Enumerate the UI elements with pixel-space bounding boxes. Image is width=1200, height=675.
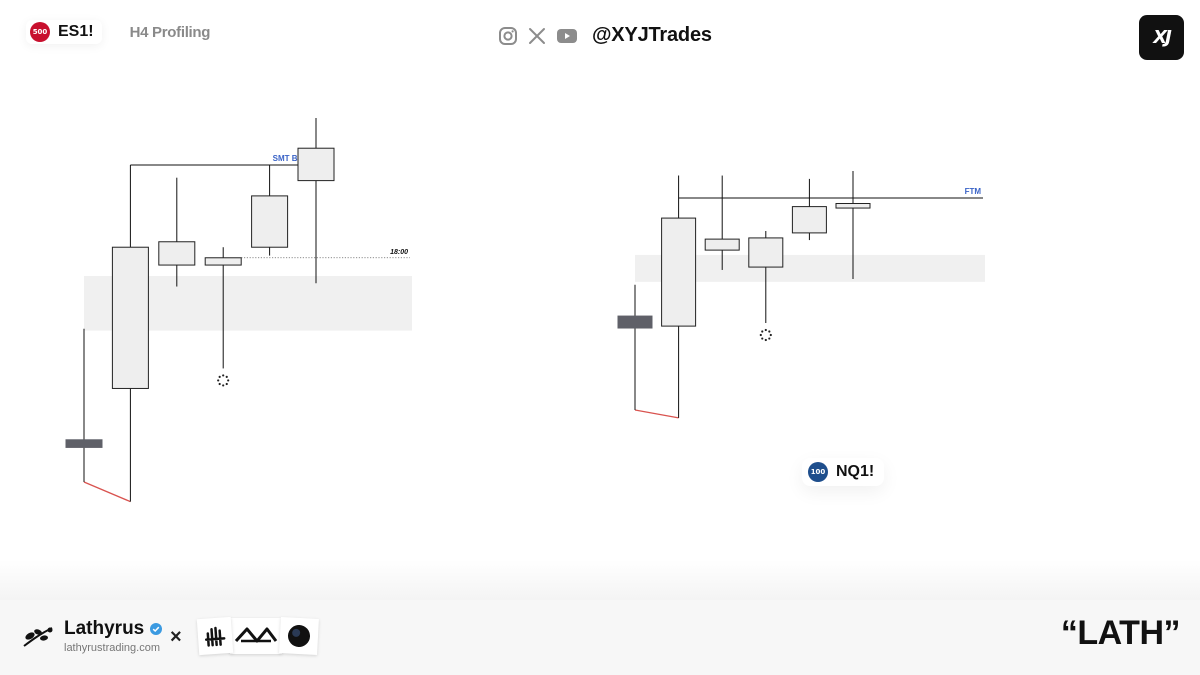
- nq1-spinner-dot-2: [764, 338, 767, 342]
- es1-spinner-dot-0: [227, 379, 230, 382]
- es1-candle-body-5: [297, 147, 335, 182]
- nq1-spinner-dot-7: [768, 330, 771, 333]
- es1-spinner-dot-3: [218, 382, 221, 386]
- es-symbol-chip[interactable]: 500 ES1!: [26, 20, 102, 44]
- es1-candle-body-4: [251, 195, 289, 248]
- es1-candle-body-1: [111, 246, 149, 389]
- lathyrus-brand[interactable]: Lathyrus lathyrustrading.com: [20, 618, 163, 654]
- nq1-spinner-dot-6: [764, 328, 767, 332]
- es1-spinner-dot-5: [218, 375, 221, 378]
- nq-symbol-chip[interactable]: 100 NQ1!: [802, 458, 885, 486]
- nq1-spinner-dot-5: [761, 330, 764, 333]
- nq1-candle-body-3: [748, 237, 784, 268]
- brand-url[interactable]: lathyrustrading.com: [64, 642, 160, 654]
- nq1-level-label-0: FTM: [965, 187, 982, 196]
- es1-spinner-dot-2: [222, 384, 225, 387]
- es1-spinner-dot-7: [225, 375, 228, 378]
- header: 500 ES1! H4 Profiling @XYJTrades XJ: [0, 0, 1200, 80]
- hand-logo-icon: [196, 616, 234, 656]
- nq1-candle-body-1: [661, 217, 697, 327]
- x-icon[interactable]: [528, 27, 546, 45]
- instagram-icon[interactable]: [498, 26, 518, 46]
- es-symbol-label: ES1!: [58, 23, 94, 40]
- es1-level-label-1: 18:00: [390, 249, 408, 256]
- brand-name: Lathyrus: [64, 618, 145, 639]
- es1-candle-body-0: [65, 439, 103, 448]
- es1-red-segment: [83, 481, 131, 503]
- collab-cross: ×: [170, 626, 182, 648]
- nq1-spinner-dot-0: [769, 333, 772, 337]
- nq-index-badge: 100: [808, 462, 828, 482]
- nq1-candle-body-2: [704, 238, 740, 251]
- symbol-group: 500 ES1! H4 Profiling: [26, 20, 210, 44]
- lathyrus-flower-icon: [23, 627, 53, 647]
- brand-text: Lathyrus lathyrustrading.com: [64, 618, 163, 654]
- es1-candle-body-2: [158, 241, 196, 266]
- nq1-red-segment: [634, 409, 679, 419]
- social-links: @XYJTrades: [498, 24, 712, 47]
- nq1-spinner-dot-3: [761, 337, 764, 340]
- candlestick-chart: SMT Break 18:00 FTM: [65, 118, 985, 503]
- nq1-candle-body-4: [791, 206, 827, 234]
- wave-logo-icon: [230, 618, 282, 654]
- nq1-spinner-dot-4: [759, 333, 762, 337]
- orb-logo-icon: [279, 617, 319, 655]
- footer: Lathyrus lathyrustrading.com ×: [0, 600, 1200, 675]
- nq-symbol-label: NQ1!: [836, 463, 875, 480]
- youtube-icon[interactable]: [556, 27, 578, 45]
- es-index-badge: 500: [30, 22, 50, 42]
- es1-level-label-0: SMT Break: [273, 154, 315, 163]
- es1-spinner-dot-6: [222, 374, 225, 377]
- social-handle[interactable]: @XYJTrades: [592, 24, 712, 46]
- verified-icon: [150, 623, 163, 635]
- footer-fade: [0, 560, 1200, 600]
- es1-spinner-dot-1: [225, 382, 228, 386]
- brand-logo: XJ: [1139, 15, 1184, 60]
- nq1-spinner-dot-1: [768, 337, 771, 340]
- es1-spinner-dot-4: [217, 379, 220, 382]
- collab-logos: [196, 616, 319, 656]
- nq1-candle-body-5: [835, 203, 871, 209]
- profile-subtitle: H4 Profiling: [129, 23, 211, 41]
- quote-text: “LATH”: [1060, 614, 1181, 652]
- es1-candle-body-3: [204, 257, 242, 266]
- nq1-candle-body-0: [617, 315, 653, 329]
